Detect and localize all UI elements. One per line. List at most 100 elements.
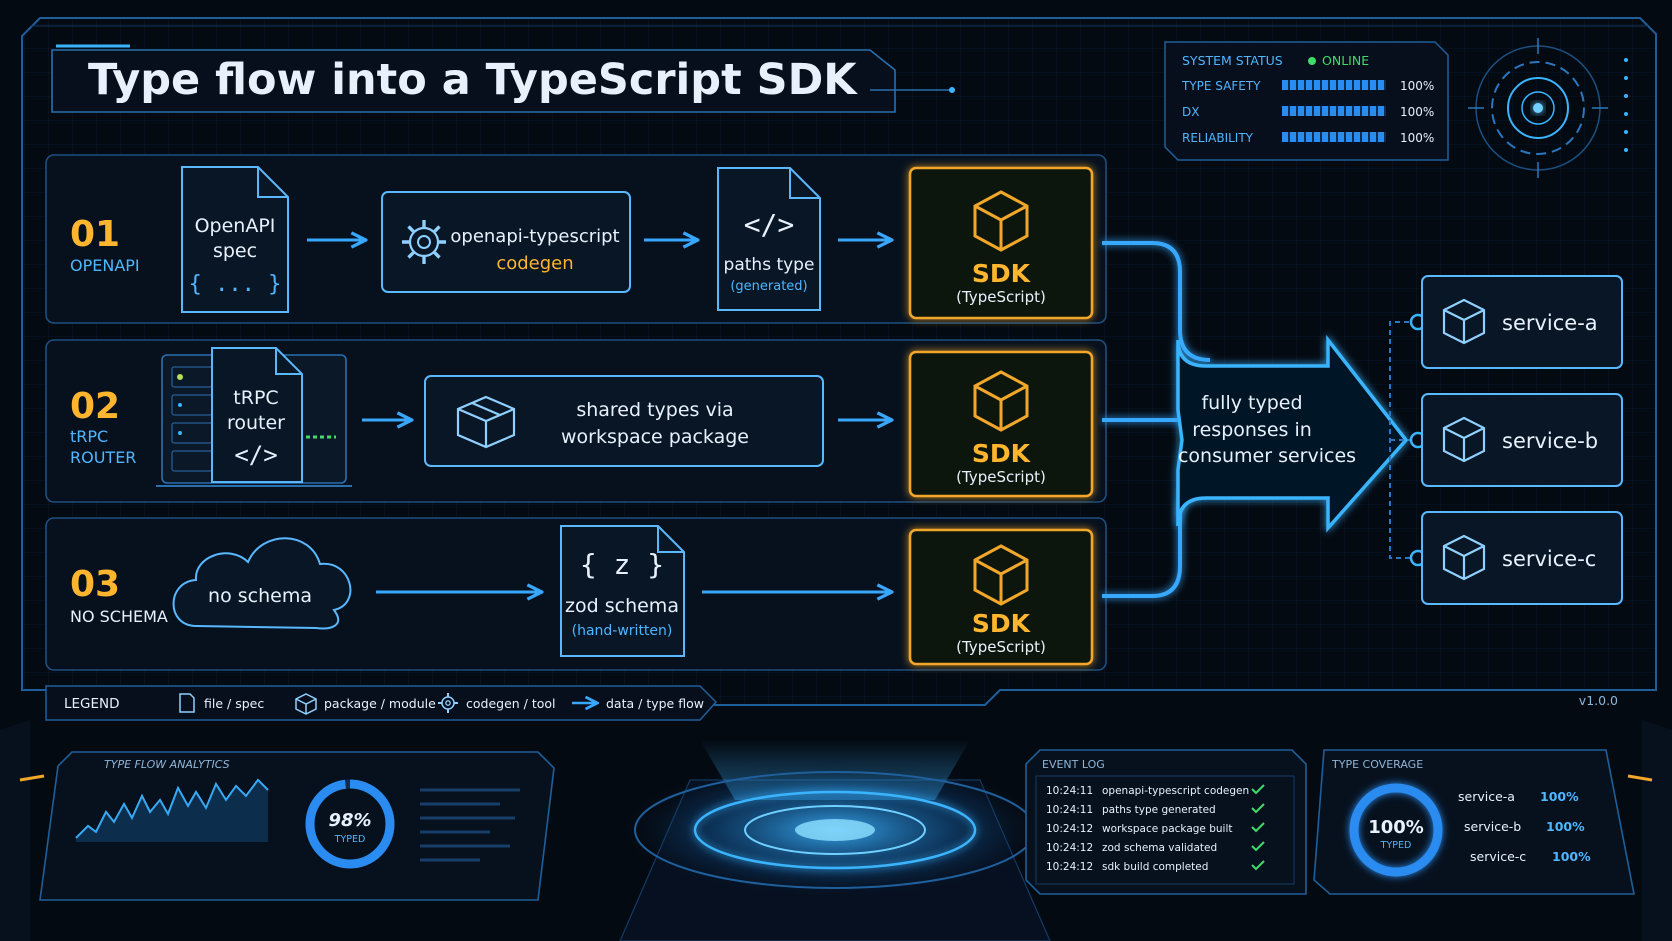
paths-type-file[interactable]: </> paths type (generated) — [717, 167, 821, 311]
sparkline — [75, 778, 269, 839]
workspace-package-box[interactable]: shared types via workspace package — [424, 375, 824, 467]
paths-type-note: (generated) — [730, 279, 807, 294]
coverage-gauge — [1349, 783, 1443, 877]
metric-bar-segment — [1330, 132, 1336, 142]
check-icon — [1251, 822, 1265, 833]
floor-decor — [0, 720, 1672, 941]
analytics-caption: TYPED — [334, 834, 366, 845]
metric-bar-segment — [1362, 80, 1368, 90]
event-message: paths type generated — [1102, 804, 1216, 816]
metric-bar-segment — [1290, 80, 1296, 90]
metric-bar-segment — [1306, 132, 1312, 142]
metric-bar-segment — [1354, 106, 1360, 116]
title-block: Type flow into a TypeScript SDK — [51, 44, 955, 113]
package-subtitle: workspace package — [561, 426, 749, 448]
metric-bar-segment — [1314, 132, 1320, 142]
openapi-spec-subtitle: spec — [213, 240, 257, 262]
check-icon — [1251, 841, 1265, 852]
paths-type-title: paths type — [724, 255, 815, 275]
event-message: openapi-typescript codegen — [1102, 785, 1249, 797]
metric-bar-segment — [1282, 132, 1288, 142]
file-icon — [179, 693, 195, 713]
lane-name: OPENAPI — [70, 256, 140, 275]
legend-item-flow: data / type flow — [606, 696, 704, 711]
metric-bar-segment — [1338, 132, 1344, 142]
sdk-title: SDK — [972, 439, 1032, 468]
event-message: workspace package built — [1102, 823, 1233, 835]
coverage-value: 100% — [1540, 789, 1579, 804]
service-box-service-c[interactable]: service-c — [1421, 511, 1623, 605]
metric-bar-segment — [1314, 80, 1320, 90]
package-icon — [295, 693, 317, 715]
code-icon: </> — [744, 208, 795, 241]
sdk-box-openapi[interactable]: SDK (TypeScript) — [908, 166, 1094, 320]
zod-icon: { z } — [580, 548, 664, 581]
sdk-box-trpc[interactable]: SDK (TypeScript) — [908, 350, 1094, 498]
metric-bar-segment — [1322, 132, 1328, 142]
merge-label-line1: fully typed — [1201, 392, 1302, 414]
tool-kind: codegen — [496, 253, 573, 274]
metric-bar-segment — [1346, 132, 1352, 142]
page-title: Type flow into a TypeScript SDK — [88, 55, 858, 105]
legend: LEGEND file / spec package / module code… — [45, 685, 718, 721]
metric-bar-segment — [1362, 106, 1368, 116]
no-schema-cloud[interactable]: no schema — [172, 537, 352, 630]
openapi-spec-file[interactable]: OpenAPI spec { ... } — [181, 166, 289, 313]
cube-icon — [973, 370, 1029, 432]
coverage-service: service-b — [1464, 819, 1521, 834]
online-dot-icon — [1308, 57, 1316, 65]
type-flow-analytics-panel: TYPE FLOW ANALYTICS 98% TYPED — [39, 751, 555, 901]
lane-name: tRPC — [70, 427, 108, 446]
coverage-service: service-a — [1458, 789, 1515, 804]
cube-icon — [1442, 416, 1486, 463]
gear-icon — [402, 220, 446, 264]
metric-bar-segment — [1298, 132, 1304, 142]
metric-label: TYPE SAFETY — [1181, 79, 1261, 93]
metric-bar-segment — [1378, 132, 1384, 142]
legend-item-file: file / spec — [204, 696, 264, 711]
lane-number: 01 — [70, 214, 120, 255]
sdk-subtitle: (TypeScript) — [956, 468, 1046, 486]
analytics-heading: TYPE FLOW ANALYTICS — [104, 758, 230, 771]
trpc-router-file[interactable]: tRPC router </> — [211, 347, 303, 483]
status-state: ONLINE — [1322, 53, 1369, 68]
metric-bar-segment — [1322, 106, 1328, 116]
metric-bar-segment — [1354, 132, 1360, 142]
metric-bar-segment — [1370, 80, 1376, 90]
metric-bar-segment — [1378, 80, 1384, 90]
metric-value: 100% — [1400, 79, 1434, 93]
check-icon — [1251, 784, 1265, 795]
trpc-router-subtitle: router — [227, 412, 285, 434]
zod-schema-note: (hand-written) — [572, 623, 673, 639]
merge-label-line3: consumer services — [1178, 445, 1356, 467]
coverage-caption: TYPED — [1380, 840, 1412, 851]
metric-value: 100% — [1400, 131, 1434, 145]
check-icon — [1251, 803, 1265, 814]
metric-bar-segment — [1362, 132, 1368, 142]
sdk-box-noschema[interactable]: SDK (TypeScript) — [908, 528, 1094, 666]
metric-label: DX — [1182, 105, 1199, 119]
event-time: 10:24:12 — [1046, 861, 1093, 873]
metric-bar-segment — [1290, 106, 1296, 116]
metric-bar-segment — [1346, 106, 1352, 116]
metric-value: 100% — [1400, 105, 1434, 119]
legend-item-codegen: codegen / tool — [466, 696, 556, 711]
cube-icon — [1442, 298, 1486, 345]
version-label: v1.0.0 — [1579, 693, 1618, 708]
gear-icon — [438, 693, 458, 713]
metric-bar-segment — [1306, 80, 1312, 90]
event-time: 10:24:12 — [1046, 823, 1093, 835]
package-title: shared types via — [576, 399, 733, 421]
zod-schema-file[interactable]: { z } zod schema (hand-written) — [560, 525, 685, 657]
service-box-service-a[interactable]: service-a — [1421, 275, 1623, 369]
code-icon: </> — [234, 441, 277, 469]
openapi-typescript-codegen-tool[interactable]: openapi-typescript codegen — [381, 191, 631, 293]
sdk-subtitle: (TypeScript) — [956, 638, 1046, 656]
service-label: service-a — [1502, 311, 1598, 335]
sdk-title: SDK — [972, 609, 1032, 638]
metric-bar-segment — [1282, 106, 1288, 116]
service-box-service-b[interactable]: service-b — [1421, 393, 1623, 487]
